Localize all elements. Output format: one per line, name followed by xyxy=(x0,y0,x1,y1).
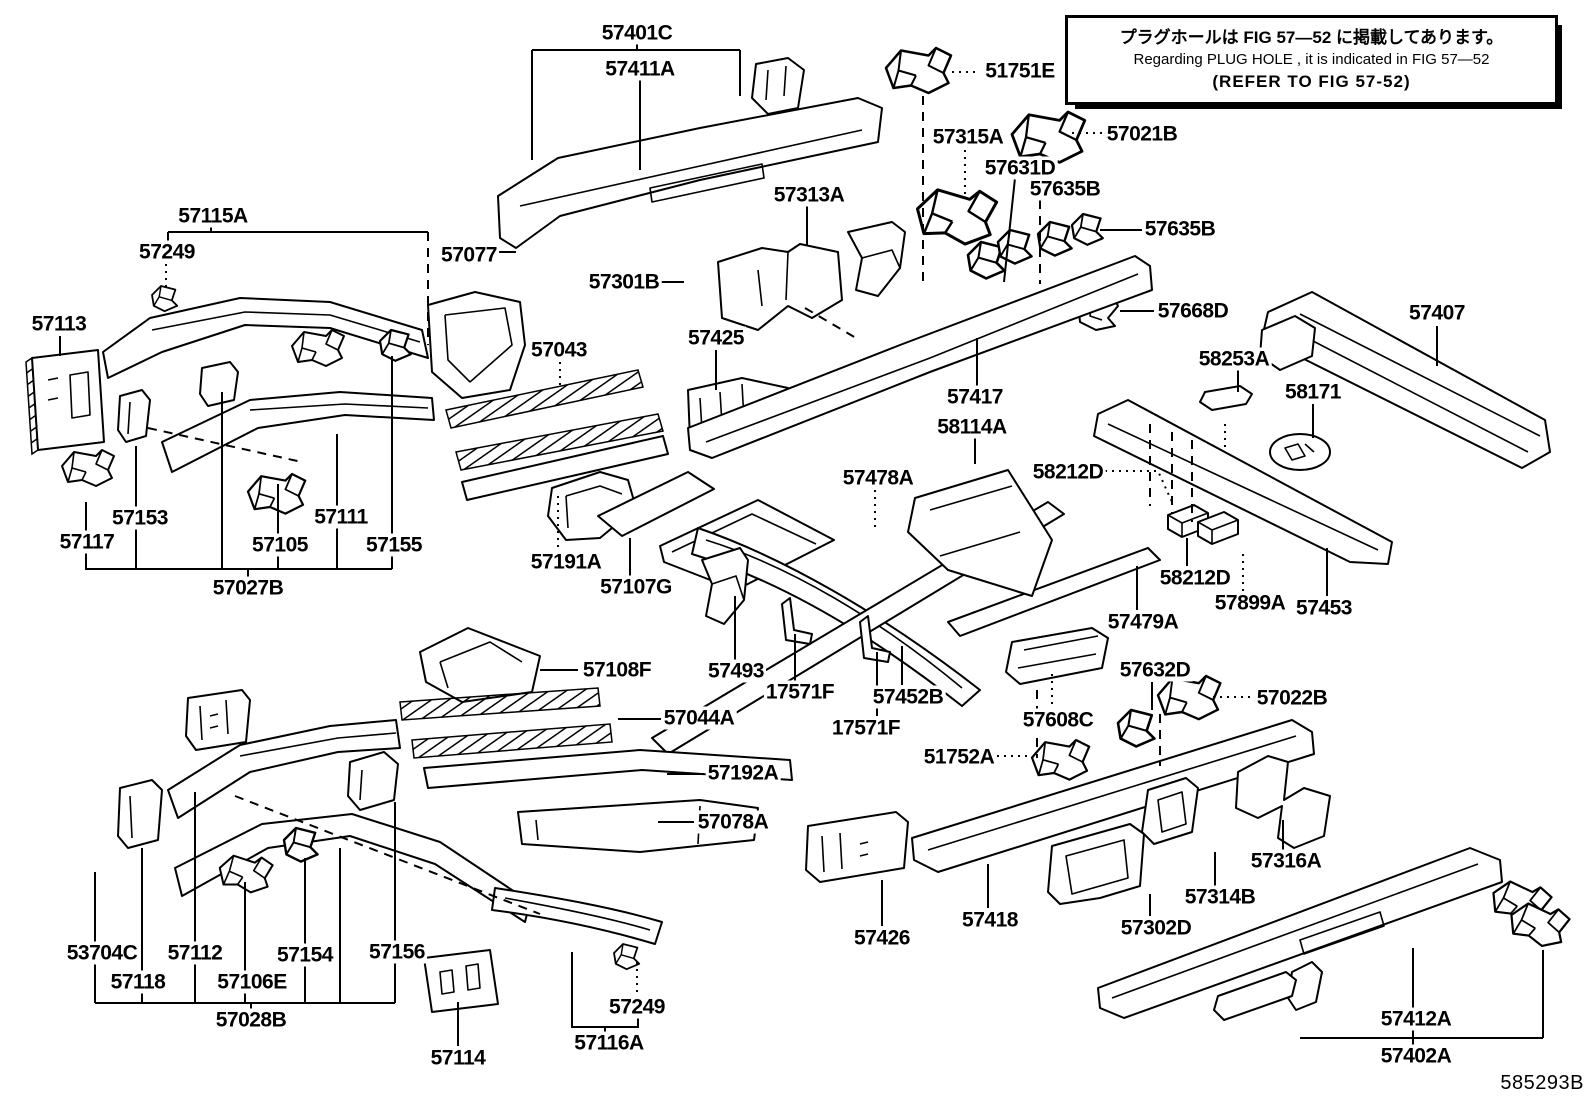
part-label-58253A: 58253A xyxy=(1196,347,1272,371)
part-label-57635B: 57635B xyxy=(1142,217,1218,241)
part-label-57154: 57154 xyxy=(275,943,335,967)
part-label-57112: 57112 xyxy=(165,941,225,965)
part-label-57021B: 57021B xyxy=(1104,122,1180,146)
part-label-51751E: 51751E xyxy=(983,59,1057,83)
part-label-57105: 57105 xyxy=(250,533,310,557)
part-label-57401C: 57401C xyxy=(599,21,675,45)
part-label-58171: 58171 xyxy=(1283,380,1343,404)
part-label-57479A: 57479A xyxy=(1105,610,1181,634)
part-label-57418: 57418 xyxy=(960,908,1020,932)
part-label-57402A: 57402A xyxy=(1378,1044,1454,1068)
part-label-57412A: 57412A xyxy=(1378,1007,1454,1031)
part-label-53704C: 53704C xyxy=(64,941,140,965)
part-label-57106E: 57106E xyxy=(215,970,289,994)
part-label-57302D: 57302D xyxy=(1118,916,1194,940)
part-label-57114: 57114 xyxy=(428,1046,488,1070)
part-label-57028B: 57028B xyxy=(213,1008,289,1032)
part-label-57117: 57117 xyxy=(57,530,117,554)
part-label-57452B: 57452B xyxy=(870,685,946,709)
part-label-51752A: 51752A xyxy=(921,745,997,769)
part-label-57077: 57077 xyxy=(439,243,499,267)
part-label-57314B: 57314B xyxy=(1182,885,1258,909)
part-label-57301B: 57301B xyxy=(586,270,662,294)
part-label-57632D: 57632D xyxy=(1117,658,1193,682)
part-label-17571F: 17571F xyxy=(763,680,837,704)
part-label-17571F: 17571F xyxy=(829,716,903,740)
part-label-57111: 57111 xyxy=(312,505,370,529)
part-label-57249: 57249 xyxy=(137,240,197,264)
part-label-57116A: 57116A xyxy=(572,1031,646,1055)
part-label-58114A: 58114A xyxy=(935,415,1009,439)
part-label-57453: 57453 xyxy=(1294,596,1354,620)
part-label-57425: 57425 xyxy=(686,326,746,350)
note-line-refer: (REFER TO FIG 57-52) xyxy=(1212,71,1411,91)
part-label-57478A: 57478A xyxy=(840,466,916,490)
part-label-57156: 57156 xyxy=(367,940,427,964)
part-label-57113: 57113 xyxy=(29,312,89,336)
part-label-57899A: 57899A xyxy=(1212,591,1288,615)
part-label-57249: 57249 xyxy=(607,995,667,1019)
note-line-japanese: プラグホールは FIG 57—52 に掲載してあります。 xyxy=(1119,28,1504,48)
part-label-58212D: 58212D xyxy=(1157,566,1233,590)
leader-lines xyxy=(59,44,1544,1046)
part-label-57191A: 57191A xyxy=(528,550,604,574)
part-label-57608C: 57608C xyxy=(1020,708,1096,732)
part-label-58212D: 58212D xyxy=(1030,460,1106,484)
note-line-english: Regarding PLUG HOLE , it is indicated in… xyxy=(1133,51,1490,69)
part-label-57635B: 57635B xyxy=(1027,177,1103,201)
part-label-57668D: 57668D xyxy=(1155,299,1231,323)
part-label-57315A: 57315A xyxy=(930,125,1006,149)
part-label-57107G: 57107G xyxy=(598,575,674,599)
part-label-57155: 57155 xyxy=(364,533,424,557)
part-label-57411A: 57411A xyxy=(603,57,677,81)
part-label-57027B: 57027B xyxy=(210,576,286,600)
plug-hole-note-box: プラグホールは FIG 57—52 に掲載してあります。 Regarding P… xyxy=(1065,15,1558,105)
part-label-57118: 57118 xyxy=(108,970,168,994)
part-label-57192A: 57192A xyxy=(705,761,781,785)
part-label-57078A: 57078A xyxy=(695,810,771,834)
part-label-57493: 57493 xyxy=(706,659,766,683)
part-label-57313A: 57313A xyxy=(771,183,847,207)
part-label-57022B: 57022B xyxy=(1254,686,1330,710)
part-label-57044A: 57044A xyxy=(661,706,737,730)
part-label-57043: 57043 xyxy=(529,338,589,362)
part-label-57153: 57153 xyxy=(110,506,170,530)
part-label-57426: 57426 xyxy=(852,926,912,950)
parts-layer xyxy=(25,46,1573,1021)
part-label-57108F: 57108F xyxy=(580,658,654,682)
part-label-57407: 57407 xyxy=(1407,301,1467,325)
part-label-57417: 57417 xyxy=(945,385,1005,409)
part-label-57631D: 57631D xyxy=(982,156,1058,180)
diagram-code: 585293B xyxy=(1500,1072,1584,1094)
part-label-57316A: 57316A xyxy=(1248,849,1324,873)
part-label-57115A: 57115A xyxy=(176,204,250,228)
